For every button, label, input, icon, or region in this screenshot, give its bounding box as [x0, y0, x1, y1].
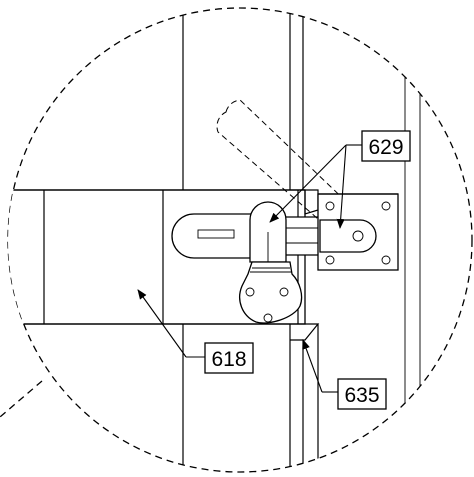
clipped-drawing [8, 8, 421, 472]
keeper-plate-629 [317, 193, 399, 271]
detail-boundary-circle [7, 7, 473, 473]
callout-629-label: 629 [368, 136, 403, 159]
callout-618-label: 618 [211, 348, 246, 371]
hasp-plate [239, 261, 303, 324]
detail-boundary-leader [0, 380, 43, 418]
frame-post [182, 8, 421, 472]
leader-lines [137, 144, 362, 393]
bolt-hole-icon [325, 201, 335, 211]
callout-629: 629 [361, 130, 411, 162]
callout-635-label: 635 [344, 384, 379, 407]
callout-618: 618 [204, 342, 254, 374]
callout-635: 635 [337, 378, 387, 410]
